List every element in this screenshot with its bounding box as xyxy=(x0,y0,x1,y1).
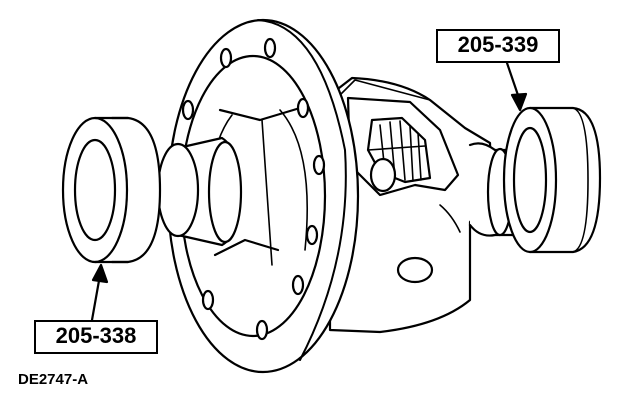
differential-case xyxy=(328,76,494,334)
arrow-to-left-cup xyxy=(90,263,109,322)
left-bearing-journal xyxy=(156,136,243,247)
figure-id: DE2747-A xyxy=(18,371,89,388)
bearing-cup-left xyxy=(61,116,162,264)
bearing-cup-right xyxy=(502,106,602,254)
arrow-to-right-cup xyxy=(505,61,528,112)
tool-label-left: 205-338 xyxy=(34,320,158,354)
ring-gear-flange xyxy=(166,18,360,374)
tool-label-right: 205-339 xyxy=(436,29,560,63)
flange-bolt-holes xyxy=(181,37,326,341)
